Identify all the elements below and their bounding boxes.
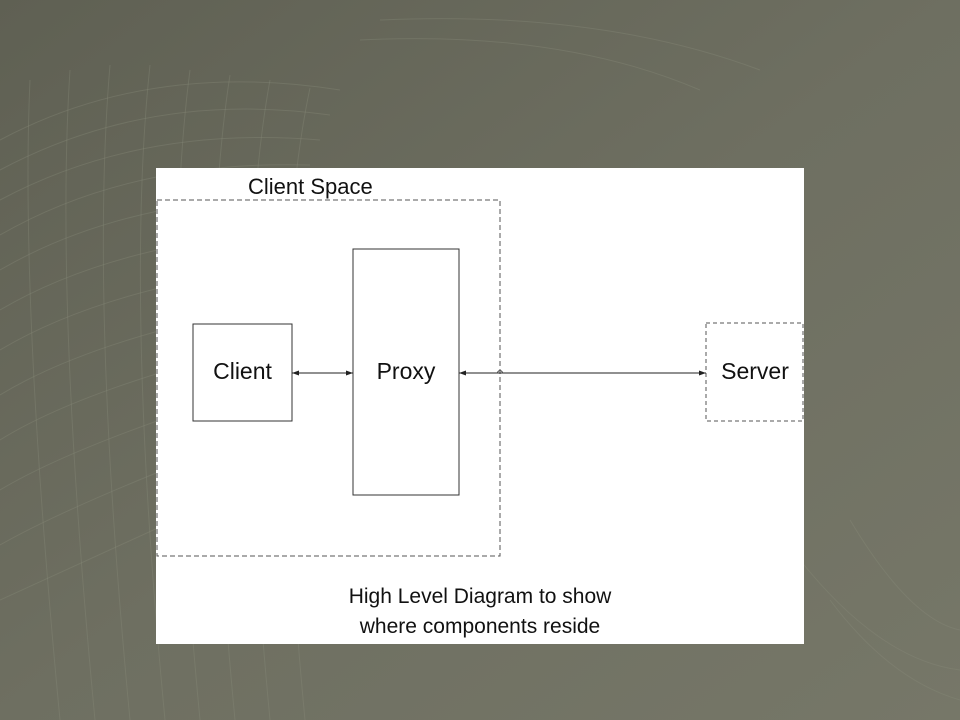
client-space-label: Client Space: [248, 174, 373, 199]
boundary-crossing-mark: [496, 370, 504, 374]
diagram-canvas: [156, 199, 804, 557]
server-node-box: [705, 322, 804, 422]
caption-line-2: where components reside: [359, 614, 601, 638]
client-node-box: [192, 323, 293, 422]
caption-line-1: High Level Diagram to show: [348, 585, 612, 608]
proxy-node-label: Proxy: [376, 358, 436, 384]
server-node-label: Server: [721, 358, 789, 384]
diagram-caption: High Level Diagram to show where compone…: [156, 582, 804, 642]
proxy-node-box: [352, 248, 460, 496]
diagram-panel: Client Space Client Proxy Server High Le…: [156, 168, 804, 644]
client-space-boundary: [156, 199, 501, 557]
client-node-label: Client: [213, 358, 272, 384]
